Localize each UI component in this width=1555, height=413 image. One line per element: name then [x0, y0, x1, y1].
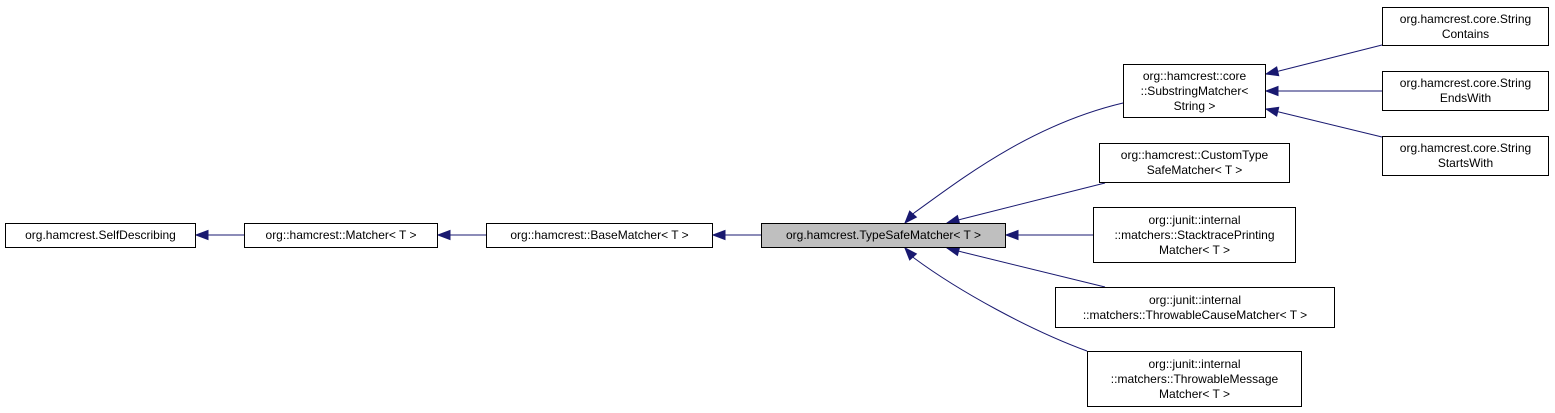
edge-line — [961, 251, 1106, 288]
node-label-line: String > — [1173, 98, 1216, 113]
node-label-line: org::junit::internal — [1148, 292, 1242, 307]
node-label-line: Matcher< T > — [1159, 386, 1230, 401]
node-label-line: org::junit::internal — [1148, 356, 1241, 371]
node-label-line: Contains — [1441, 26, 1490, 41]
edge-string-ends-with-to-substring-matcher — [1264, 85, 1382, 97]
edge-stacktrace-printing-matcher-to-type-safe-matcher — [1004, 229, 1093, 241]
edge-string-contains-to-substring-matcher — [1264, 44, 1383, 77]
node-label-line: StartsWith — [1437, 156, 1494, 170]
node-label-line: org.hamcrest.SelfDescribing — [25, 228, 176, 242]
edge-line-end — [1265, 70, 1280, 75]
edge-line-end — [1265, 108, 1280, 113]
edge-base-matcher-to-matcher — [436, 229, 486, 241]
edge-line-end — [946, 218, 963, 224]
node-label-line: org::hamcrest::Matcher< T > — [265, 228, 417, 242]
node-label-line: org.hamcrest.core.String — [1399, 141, 1532, 155]
node-label-line: org.hamcrest.TypeSafeMatcher< T > — [786, 228, 981, 242]
edge-throwable-message-matcher-to-type-safe-matcher — [904, 246, 1088, 352]
node-label-line: org::hamcrest::core — [1142, 68, 1247, 83]
edge-type-safe-matcher-to-base-matcher — [711, 229, 761, 241]
edge-line — [1278, 44, 1383, 72]
node-label-line: ::matchers::ThrowableMessage — [1110, 371, 1279, 386]
edge-line-end — [904, 247, 915, 259]
node-label-line: ::SubstringMatcher< — [1140, 83, 1249, 98]
edge-line-end — [946, 247, 963, 253]
node-type-safe-matcher: org.hamcrest.TypeSafeMatcher< T > — [761, 223, 1006, 248]
edge-matcher-to-self-describing — [194, 229, 244, 241]
node-label-line: Matcher< T > — [1159, 242, 1230, 257]
node-label-line: EndsWith — [1439, 91, 1492, 105]
edge-line — [913, 257, 1088, 352]
edge-line — [1278, 111, 1383, 138]
edge-line — [961, 182, 1106, 220]
node-label-line: ::matchers::StacktracePrinting — [1114, 227, 1275, 242]
node-base-matcher[interactable]: org::hamcrest::BaseMatcher< T > — [486, 223, 713, 248]
edge-line-end — [904, 212, 915, 224]
node-stacktrace-printing-matcher[interactable]: org::junit::internal::matchers::Stacktra… — [1093, 207, 1296, 263]
node-label-line: ::matchers::ThrowableCauseMatcher< T > — [1082, 307, 1308, 322]
edge-line — [913, 102, 1124, 214]
node-label-line: SafeMatcher< T > — [1146, 163, 1243, 177]
node-self-describing[interactable]: org.hamcrest.SelfDescribing — [5, 223, 196, 248]
node-substring-matcher[interactable]: org::hamcrest::core::SubstringMatcher<St… — [1123, 64, 1266, 118]
node-matcher[interactable]: org::hamcrest::Matcher< T > — [244, 223, 438, 248]
node-label-line: org::hamcrest::BaseMatcher< T > — [510, 228, 689, 242]
edge-string-starts-with-to-substring-matcher — [1264, 106, 1383, 138]
edge-throwable-cause-matcher-to-type-safe-matcher — [945, 246, 1106, 288]
node-throwable-cause-matcher[interactable]: org::junit::internal::matchers::Throwabl… — [1055, 287, 1335, 328]
edge-substring-matcher-to-type-safe-matcher — [904, 102, 1124, 225]
node-label-line: org.hamcrest.core.String — [1399, 76, 1532, 90]
node-label-line: org.hamcrest.core.String — [1399, 11, 1532, 26]
edge-custom-type-safe-matcher-to-type-safe-matcher — [945, 182, 1106, 225]
node-label-line: org::junit::internal — [1148, 212, 1241, 227]
node-label-line: org::hamcrest::CustomType — [1120, 148, 1269, 162]
node-throwable-message-matcher[interactable]: org::junit::internal::matchers::Throwabl… — [1087, 351, 1302, 407]
